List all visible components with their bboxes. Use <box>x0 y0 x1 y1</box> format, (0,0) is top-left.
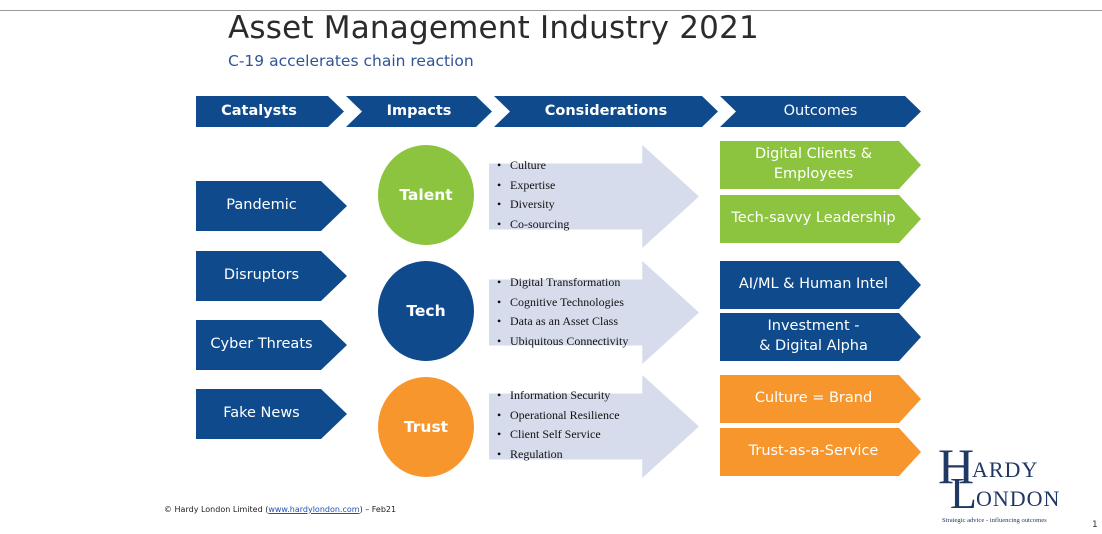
logo-letter-l: L <box>950 469 977 518</box>
list-item: Data as an Asset Class <box>497 312 628 332</box>
slide-title: Asset Management Industry 2021 <box>228 10 759 46</box>
outcome-tech-savvy-leadership: Tech-savvy Leadership <box>720 195 921 243</box>
list-item: Information Security <box>497 386 620 406</box>
list-item: Culture <box>497 156 569 176</box>
outcome-investment-line1: Investment - <box>767 318 860 335</box>
catalyst-fake-news: Fake News <box>196 389 347 439</box>
header-outcomes: Outcomes <box>720 96 921 127</box>
outcome-investment: Investment - & Digital Alpha <box>720 313 921 361</box>
page-number: 1 <box>1092 520 1098 530</box>
impact-talent-circle: Talent <box>378 145 474 245</box>
slide-subtitle: C-19 accelerates chain reaction <box>228 52 474 70</box>
outcome-digital-clients-line2: Employees <box>773 166 854 182</box>
footer-suffix: ) – Feb21 <box>359 505 397 514</box>
outcome-investment-line2: & Digital Alpha <box>759 338 868 354</box>
impact-tech-circle: Tech <box>378 261 474 361</box>
impact-trust-circle: Trust <box>378 377 474 477</box>
outcome-trust-as-a-service: Trust-as-a-Service <box>720 428 921 476</box>
list-item: Co-sourcing <box>497 215 569 235</box>
list-item: Digital Transformation <box>497 273 628 293</box>
outcome-culture-brand: Culture = Brand <box>720 375 921 423</box>
footer-prefix: © Hardy London Limited ( <box>164 505 269 514</box>
logo-word-ondon: ONDON <box>976 486 1060 511</box>
list-item: Ubiquitous Connectivity <box>497 332 628 352</box>
list-item: Operational Resilience <box>497 406 620 426</box>
logo-letter-h: H <box>938 438 974 494</box>
header-considerations: Considerations <box>494 96 718 127</box>
logo-tagline: Strategic advice - influencing outcomes <box>942 517 1047 524</box>
considerations-trust-list: Information Security Operational Resilie… <box>497 386 620 464</box>
considerations-talent-list: Culture Expertise Diversity Co-sourcing <box>497 156 569 234</box>
copyright-footer: © Hardy London Limited (www.hardylondon.… <box>164 505 396 514</box>
list-item: Diversity <box>497 195 569 215</box>
catalyst-cyber-threats: Cyber Threats <box>196 320 347 370</box>
list-item: Cognitive Technologies <box>497 293 628 313</box>
outcome-digital-clients: Digital Clients & Employees <box>720 141 921 189</box>
hardy-london-logo: H ARDY L ONDON Strategic advice - influe… <box>938 438 1060 524</box>
catalyst-disruptors: Disruptors <box>196 251 347 301</box>
website-link[interactable]: www.hardylondon.com <box>268 505 360 514</box>
outcome-digital-clients-line1: Digital Clients & <box>754 146 873 163</box>
list-item: Regulation <box>497 445 620 465</box>
considerations-tech-list: Digital Transformation Cognitive Technol… <box>497 273 628 351</box>
list-item: Client Self Service <box>497 425 620 445</box>
list-item: Expertise <box>497 176 569 196</box>
header-impacts: Impacts <box>346 96 492 127</box>
header-catalysts: Catalysts <box>196 96 344 127</box>
catalyst-pandemic: Pandemic <box>196 181 347 231</box>
top-rule <box>0 10 1102 11</box>
logo-word-ardy: ARDY <box>972 457 1038 482</box>
outcome-ai-ml: AI/ML & Human Intel <box>720 261 921 309</box>
